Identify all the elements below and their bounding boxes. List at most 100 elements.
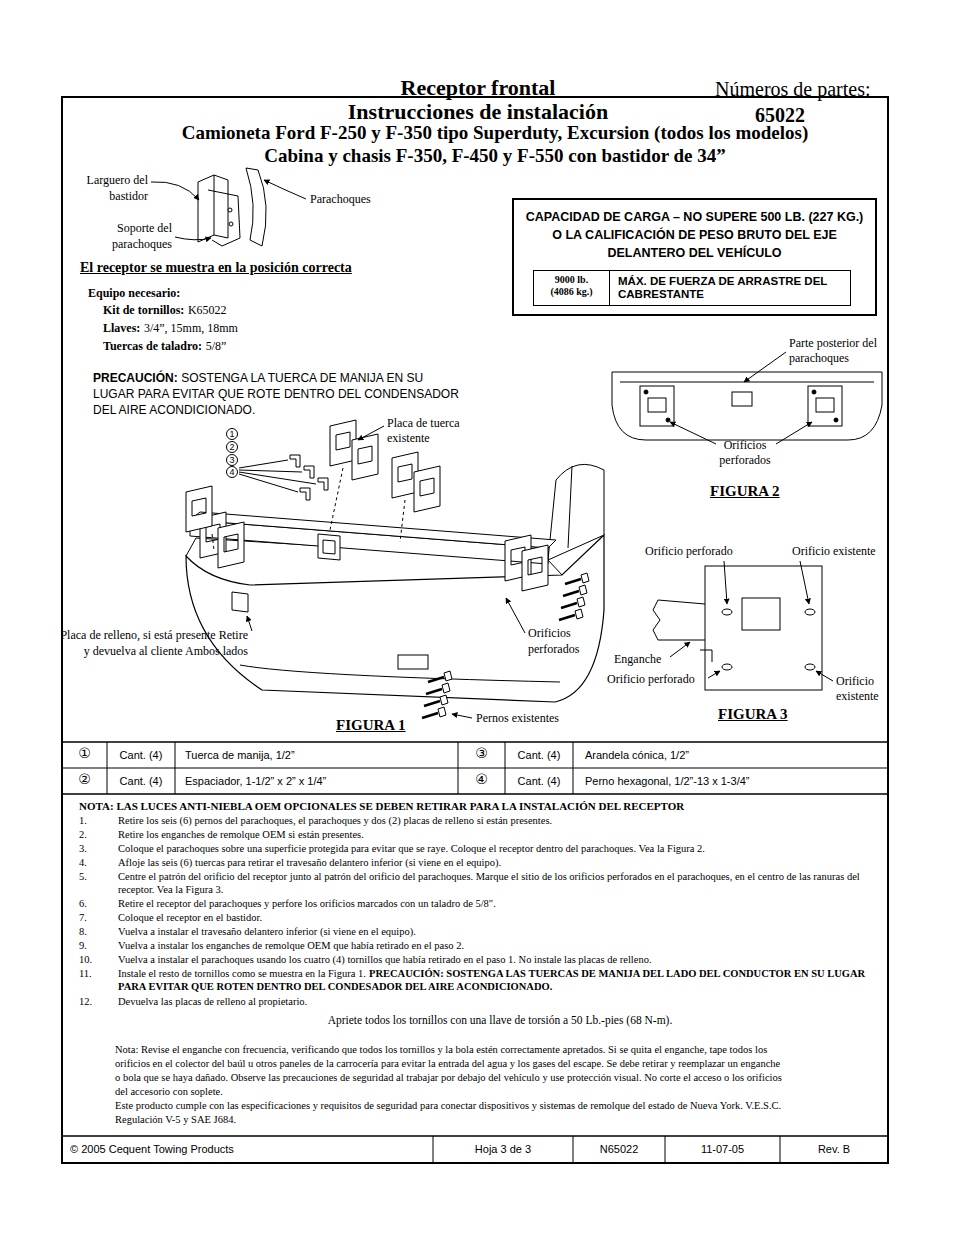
bumper-rear-view [612,352,882,444]
step-number-block: 8. [79,925,87,938]
page-frame-part [62,1135,888,1137]
bumper-rear-view-part [620,382,874,383]
table-cell: ① [78,745,91,761]
step-text: Coloque el parachoques sobre una superfi… [118,843,705,854]
table-cell: Perno hexagonal, 1/2”-13 x 1-3/4” [585,775,750,787]
table-cell: Cant. (4) [518,749,561,761]
receiver-exploded-view-part [352,434,378,480]
text-label: Orificio perforado [645,544,733,558]
bracket-sketch-part [198,175,228,242]
text-label: Parachoques [310,192,371,206]
page-frame-part [62,741,888,743]
hole-pattern-view-part [742,598,780,630]
table-cell-block: ① [62,745,107,762]
step-text: Retire el receptor del parachoques y per… [118,898,496,909]
table-cell-block: Perno hexagonal, 1/2”-13 x 1-3/4” [585,775,750,788]
page-frame-part [573,1136,574,1163]
receiver-exploded-view-part [565,573,589,584]
table-cell-block: Tuerca de manija, 1/2” [185,749,295,762]
step-number: 3. [79,843,87,854]
table-cell-block: ② [62,771,107,788]
hole-pattern-view-part [805,609,815,615]
note-heading-block: NOTA: LAS LUCES ANTI-NIEBLA OEM OPCIONAL… [79,800,879,813]
callout-number-block: 1 [226,428,238,440]
hole-pattern-view-part [800,561,809,604]
hole-pattern-view-part [722,664,732,670]
step-number-block: 7. [79,911,87,924]
caution-text: PRECAUCIÓN: [93,371,178,385]
text-label: Orificios perforados [528,626,579,656]
receiver-exploded-view-part [318,534,340,560]
bumper-rear-view-part [648,398,666,412]
note-heading: NOTA: LAS LUCES ANTI-NIEBLA OEM OPCIONAL… [79,800,684,812]
footer-cell: N65022 [600,1143,639,1155]
step-text: Retire los enganches de remolque OEM si … [118,829,364,840]
footer-cell: 11-07-05 [701,1143,744,1155]
text-label-block: Pernos existentes [476,711,559,725]
step-number: 10. [79,954,92,965]
table-cell-block: Arandela cónica, 1/2” [585,749,689,762]
step-number: 7. [79,912,87,923]
step-number: 5. [79,871,87,882]
table-cell: ② [78,771,91,787]
figure-title-block: FIGURA 2 [710,482,780,500]
footer-cell-block: Rev. B [780,1143,888,1156]
page-title-block: Receptor frontal Instrucciones de instal… [347,76,609,124]
box-text: CAPACIDAD DE CARGA – NO SUPERE 500 LB. (… [520,208,869,262]
step-text: Vuelva a instalar el parachoques usando … [118,954,652,965]
text-label: 3/4”, 15mm, 18mm [144,321,238,335]
callout-number-block: 2 [226,441,238,453]
text-label-block: Equipo necesario: [88,286,180,300]
text-label: Orificio existente [836,674,879,703]
bumper-rear-view-part [612,372,882,440]
capacity-box: CAPACIDAD DE CARGA – NO SUPERE 500 LB. (… [512,198,877,316]
step-text-block: Retire el receptor del parachoques y per… [118,897,878,910]
callout-number-block: 3 [226,454,238,466]
receiver-exploded-view-part [239,460,316,492]
receiver-exploded-view-part [212,468,405,550]
hole-pattern-view-part [653,600,705,640]
footer-cell-block: © 2005 Cequent Towing Products [70,1143,234,1156]
bumper-rear-view-part [666,418,670,422]
receiver-exploded-view-part [358,426,384,440]
footer-cell: Hoja 3 de 3 [475,1143,531,1155]
step-text-block: Vuelva a instalar el parachoques usando … [118,953,878,966]
bumper-rear-view-part [812,390,816,394]
text-label: 5/8” [206,339,227,353]
table-cell-block: Espaciador, 1-1/2” x 2” x 1/4” [185,775,326,788]
receiver-exploded-view-part [452,714,472,718]
figure-title: FIGURA 3 [718,706,788,722]
text-label-block: Parte posterior del parachoques [789,336,887,366]
page-frame-part [433,1136,434,1163]
page-frame-part [665,1136,666,1163]
step-text-block: Vuelva a instalar los enganches de remol… [118,939,878,952]
receiver-exploded-view [186,420,604,718]
table-cell: Cant. (4) [518,775,561,787]
bumper-rear-view-part [640,386,674,426]
text-label-block: Soporte del parachoques [94,220,172,252]
step-number-block: 12. [79,995,92,1008]
footer-cell: Rev. B [818,1143,850,1155]
text-label: Orificios perforados [719,438,770,467]
step-number-block: 4. [79,856,87,869]
callout-number: 1 [229,429,234,439]
receiver-exploded-view-part [506,598,525,633]
step-number: 11. [79,968,92,979]
receiver-exploded-view-part [227,429,238,440]
bumper-rear-view-part [670,422,716,444]
subtitle: Camioneta Ford F-250 y F-350 tipo Superd… [182,122,809,143]
step-text: Centre el patrón del orificio del recept… [118,871,860,895]
step-number-block: 9. [79,939,87,952]
step-text: Vuelva a instalar los enganches de remol… [118,940,464,951]
step-text-block: Instale el resto de tornillos como se mu… [118,967,878,993]
winch-rating-box: 9000 lb. (4086 kg.)MÁX. DE FUERZA DE ARR… [533,270,851,306]
table-cell-block: Cant. (4) [505,749,573,762]
compliance-note: Este producto cumple con las especificac… [115,1100,781,1125]
text-label: El receptor se muestra en la posición co… [80,260,352,275]
receiver-exploded-view-part [398,655,428,669]
receiver-exploded-view-part [424,695,448,706]
receiver-exploded-view-part [300,488,310,500]
receiver-exploded-view-part [563,585,587,596]
step-number-block: 11. [79,967,92,980]
